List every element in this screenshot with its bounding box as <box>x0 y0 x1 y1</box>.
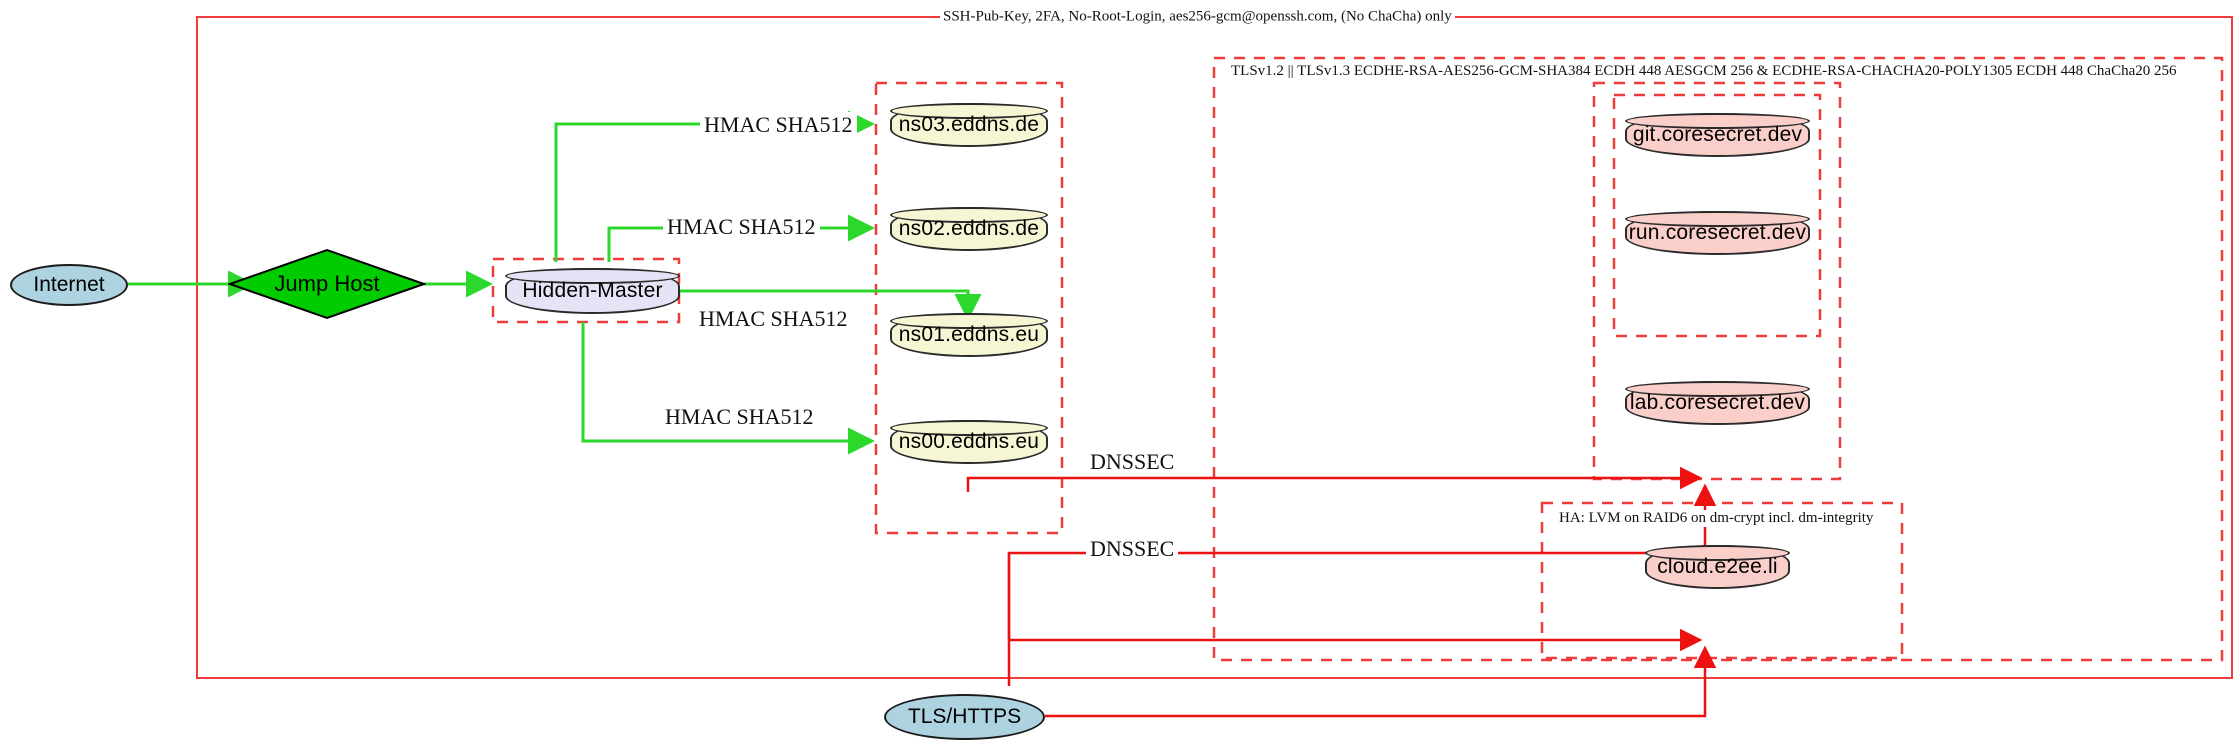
node-run-coresecret[interactable]: run.coresecret.dev <box>1625 211 1810 255</box>
ha-cluster-box <box>1540 501 1904 660</box>
edge-label-hmac-ns02: HMAC SHA512 <box>663 214 820 240</box>
node-ns01[interactable]: ns01.eddns.eu <box>890 313 1048 357</box>
ha-policy-label: HA: LVM on RAID6 on dm-crypt incl. dm-in… <box>1556 510 1877 527</box>
edge-label-hmac-ns01: HMAC SHA512 <box>695 306 852 332</box>
node-ns00-label: ns00.eddns.eu <box>898 430 1040 453</box>
link-dnssec-lower <box>1007 553 1703 652</box>
dns-cluster-box <box>874 81 1064 535</box>
node-hidden-master-label: Hidden-Master <box>522 279 663 302</box>
node-internet-label: Internet <box>33 273 105 296</box>
edge-label-hmac-ns00: HMAC SHA512 <box>661 404 818 430</box>
node-git-label: git.coresecret.dev <box>1632 123 1803 146</box>
tls-policy-label: TLSv1.2 || TLSv1.3 ECDHE-RSA-AES256-GCM-… <box>1228 63 2180 80</box>
edge-label-dnssec-lower: DNSSEC <box>1086 536 1179 562</box>
node-cloud-e2ee[interactable]: cloud.e2ee.li <box>1645 545 1790 589</box>
edge-label-dnssec-upper: DNSSEC <box>1086 449 1179 475</box>
link-tls-up <box>1007 551 1705 686</box>
edge-label-hmac-ns03: HMAC SHA512 <box>700 112 857 138</box>
coresecret-inner-box <box>1612 93 1822 338</box>
diamond-shape-icon <box>228 248 426 320</box>
node-ns03-label: ns03.eddns.de <box>898 113 1040 136</box>
node-ns02[interactable]: ns02.eddns.de <box>890 207 1048 251</box>
link-dnssec-upper <box>966 466 1703 492</box>
link-hm-ns01 <box>679 289 982 321</box>
node-ns01-label: ns01.eddns.eu <box>898 323 1040 346</box>
node-ns03[interactable]: ns03.eddns.de <box>890 103 1048 147</box>
node-ns00[interactable]: ns00.eddns.eu <box>890 420 1048 464</box>
hidden-master-box <box>491 257 681 324</box>
node-tls-https-label: TLS/HTTPS <box>907 705 1022 728</box>
node-ns02-label: ns02.eddns.de <box>898 217 1040 240</box>
ssh-policy-label: SSH-Pub-Key, 2FA, No-Root-Login, aes256-… <box>940 8 1455 26</box>
link-hm-ns00 <box>581 322 875 455</box>
node-tls-https[interactable]: TLS/HTTPS <box>884 694 1045 740</box>
node-jump-host[interactable]: Jump Host <box>228 248 426 320</box>
link-hm-ns03 <box>554 110 875 262</box>
link-tls-right-bus <box>1045 645 1717 718</box>
coresecret-cluster-box <box>1592 81 1842 481</box>
node-run-label: run.coresecret.dev <box>1628 221 1807 244</box>
node-cloud-label: cloud.e2ee.li <box>1657 555 1778 578</box>
node-git-coresecret[interactable]: git.coresecret.dev <box>1625 113 1810 157</box>
node-lab-coresecret[interactable]: lab.coresecret.dev <box>1625 381 1810 425</box>
node-jump-host-label: Jump Host <box>274 271 380 296</box>
node-lab-label: lab.coresecret.dev <box>1629 391 1806 414</box>
node-hidden-master[interactable]: Hidden-Master <box>505 268 680 314</box>
node-internet[interactable]: Internet <box>10 264 128 306</box>
tls-boundary-box <box>1212 56 2224 662</box>
